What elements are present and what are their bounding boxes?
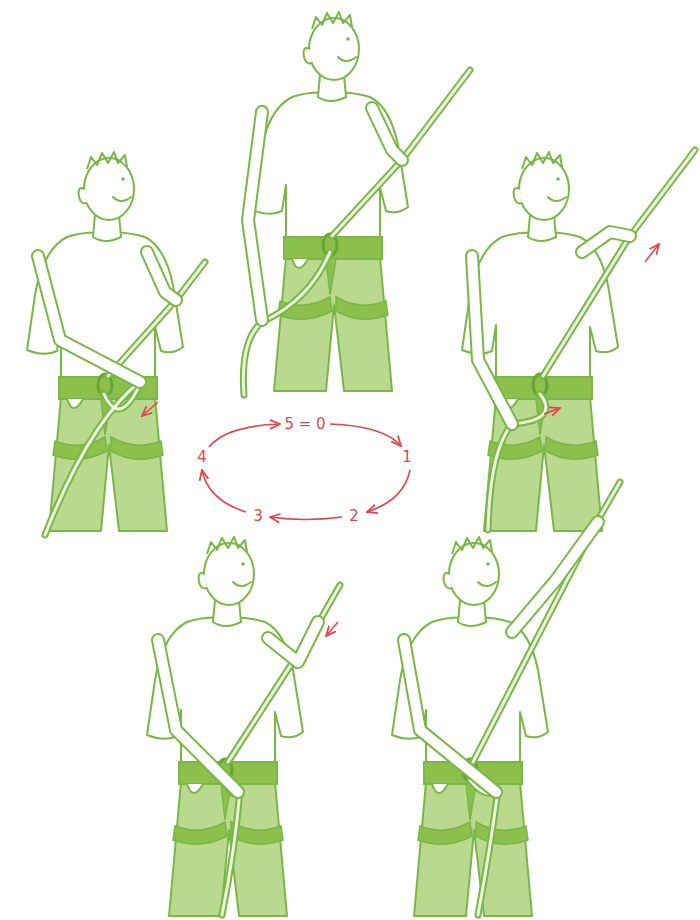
step-number: 1 [400, 449, 414, 466]
step-number: 3 [251, 508, 265, 525]
step-number: 5 = 0 [282, 416, 327, 433]
step-number: 2 [347, 508, 361, 525]
step-number: 4 [195, 449, 209, 466]
